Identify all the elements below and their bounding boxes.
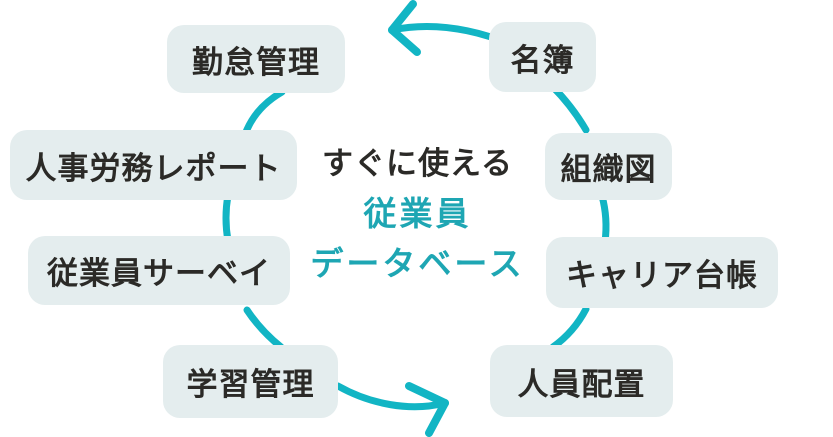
- node-attendance-management: 勤怠管理: [167, 25, 345, 93]
- arrow-right-icon: [425, 399, 449, 437]
- diagram-title-line1: すぐに使える: [321, 146, 514, 182]
- node-employee-survey: 従業員サーベイ: [28, 236, 290, 305]
- arrow-right-icon: [405, 382, 449, 407]
- diagram-title-line3: データベース: [310, 244, 525, 283]
- cycle-arc-left-upper: [242, 88, 286, 136]
- node-learning-management: 学習管理: [163, 345, 338, 418]
- cycle-arc-left: [222, 191, 232, 245]
- cycle-arc-right-upper: [548, 82, 590, 134]
- node-hr-labor-report: 人事労務レポート: [10, 130, 297, 200]
- node-org-chart: 組織図: [545, 133, 672, 200]
- diagram-title: すぐに使える 従業員 データベース: [270, 139, 565, 289]
- cycle-arc-bottom: [334, 382, 449, 411]
- node-roster: 名簿: [489, 22, 596, 92]
- node-staffing: 人員配置: [490, 345, 673, 417]
- node-career-ledger: キャリア台帳: [546, 237, 778, 308]
- arrow-left-icon: [388, 26, 421, 56]
- cycle-arc-left-lower: [243, 306, 285, 351]
- cycle-arc-right-lower: [549, 305, 590, 351]
- diagram-title-line2: 従業員: [363, 194, 472, 233]
- arrow-left-icon: [388, 0, 417, 34]
- cycle-arc-right: [598, 192, 610, 246]
